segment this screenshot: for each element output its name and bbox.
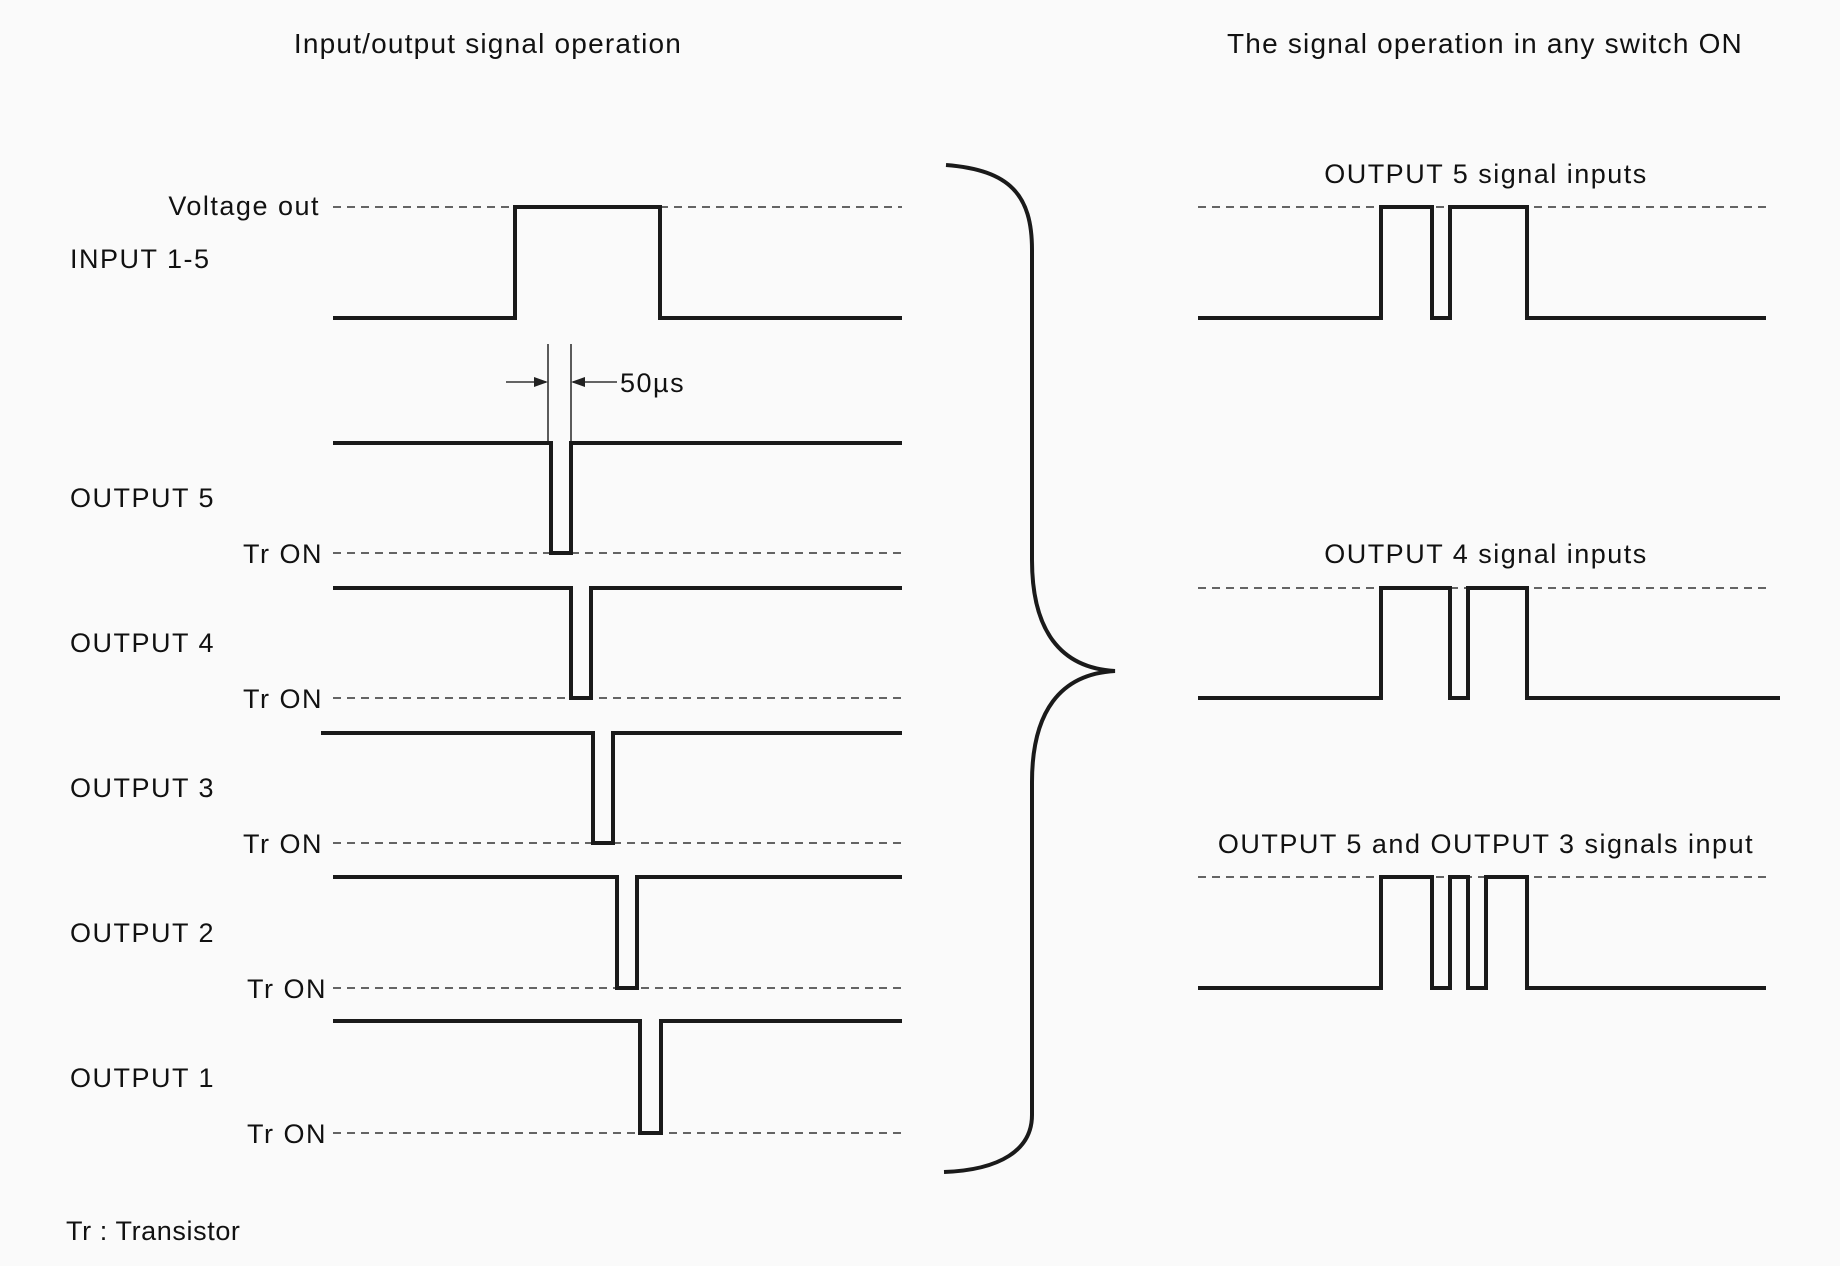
case-2-label: OUTPUT 4 signal inputs: [1324, 539, 1648, 569]
input-waveform: [333, 205, 902, 320]
output-1-label: OUTPUT 1: [70, 1063, 215, 1093]
output-2-label: OUTPUT 2: [70, 918, 215, 948]
case-2-waveform: [1198, 586, 1780, 700]
output-4-waveform: [333, 586, 902, 700]
left-title: Input/output signal operation: [294, 28, 682, 59]
output-3-label: OUTPUT 3: [70, 773, 215, 803]
right-title: The signal operation in any switch ON: [1227, 28, 1743, 59]
case-1-waveform: [1198, 205, 1766, 320]
case-3-label: OUTPUT 5 and OUTPUT 3 signals input: [1218, 829, 1754, 859]
case-3-waveform: [1198, 875, 1766, 990]
output-3-waveform: [321, 731, 902, 845]
output-5-label: OUTPUT 5: [70, 483, 215, 513]
curly-brace: [943, 163, 1116, 1174]
width-annotation: 50µs: [620, 368, 685, 398]
output-1-tr-label: Tr ON: [247, 1119, 327, 1149]
output-2-tr-label: Tr ON: [247, 974, 327, 1004]
footnote: Tr : Transistor: [66, 1216, 241, 1246]
output-5-tr-label: Tr ON: [243, 539, 323, 569]
output-5-waveform: [333, 441, 902, 555]
case-1-label: OUTPUT 5 signal inputs: [1324, 159, 1648, 189]
output-2-waveform: [333, 875, 902, 990]
output-4-tr-label: Tr ON: [243, 684, 323, 714]
input-label: INPUT 1-5: [70, 244, 211, 274]
width-arrow-right-head: [571, 377, 585, 387]
output-3-tr-label: Tr ON: [243, 829, 323, 859]
width-arrow-left-head: [534, 377, 548, 387]
output-4-label: OUTPUT 4: [70, 628, 215, 658]
voltage-out-label: Voltage out: [168, 191, 320, 221]
output-1-waveform: [333, 1019, 902, 1135]
